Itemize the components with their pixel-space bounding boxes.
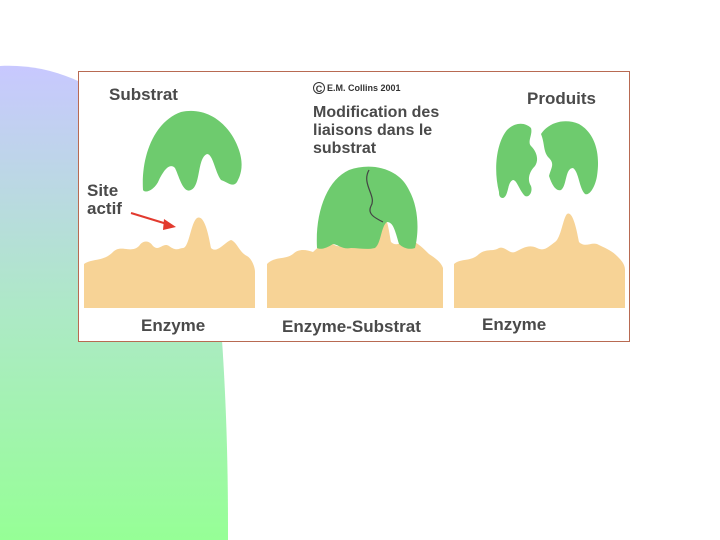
label-produits: Produits bbox=[527, 89, 596, 108]
enzyme-middle bbox=[267, 215, 443, 308]
substrate-left bbox=[142, 110, 242, 192]
product-right bbox=[541, 121, 599, 195]
diagram-drawing bbox=[84, 110, 625, 308]
label-enzyme-substrat: Enzyme-Substrat bbox=[282, 317, 421, 336]
copyright-text: E.M. Collins 2001 bbox=[327, 83, 401, 93]
label-enzyme-left: Enzyme bbox=[141, 316, 206, 335]
label-enzyme-right: Enzyme bbox=[482, 315, 547, 334]
bond-break-line bbox=[366, 169, 384, 223]
product-left bbox=[496, 123, 538, 198]
label-site-actif: Site actif bbox=[87, 181, 122, 218]
arrow-head-icon bbox=[163, 219, 176, 230]
copyright-icon: C bbox=[313, 82, 325, 94]
label-modification: Modification des liaisons dans le substr… bbox=[313, 104, 440, 157]
enzyme-substrate-diagram: Substrat Produits Site actif C E.M. Coll… bbox=[78, 71, 630, 342]
copyright-notice: C E.M. Collins 2001 bbox=[313, 82, 401, 94]
active-site-arrow bbox=[130, 212, 168, 225]
enzyme-right bbox=[454, 213, 625, 308]
label-substrat: Substrat bbox=[109, 85, 178, 104]
enzyme-left bbox=[84, 217, 255, 308]
substrate-complex bbox=[316, 166, 418, 249]
